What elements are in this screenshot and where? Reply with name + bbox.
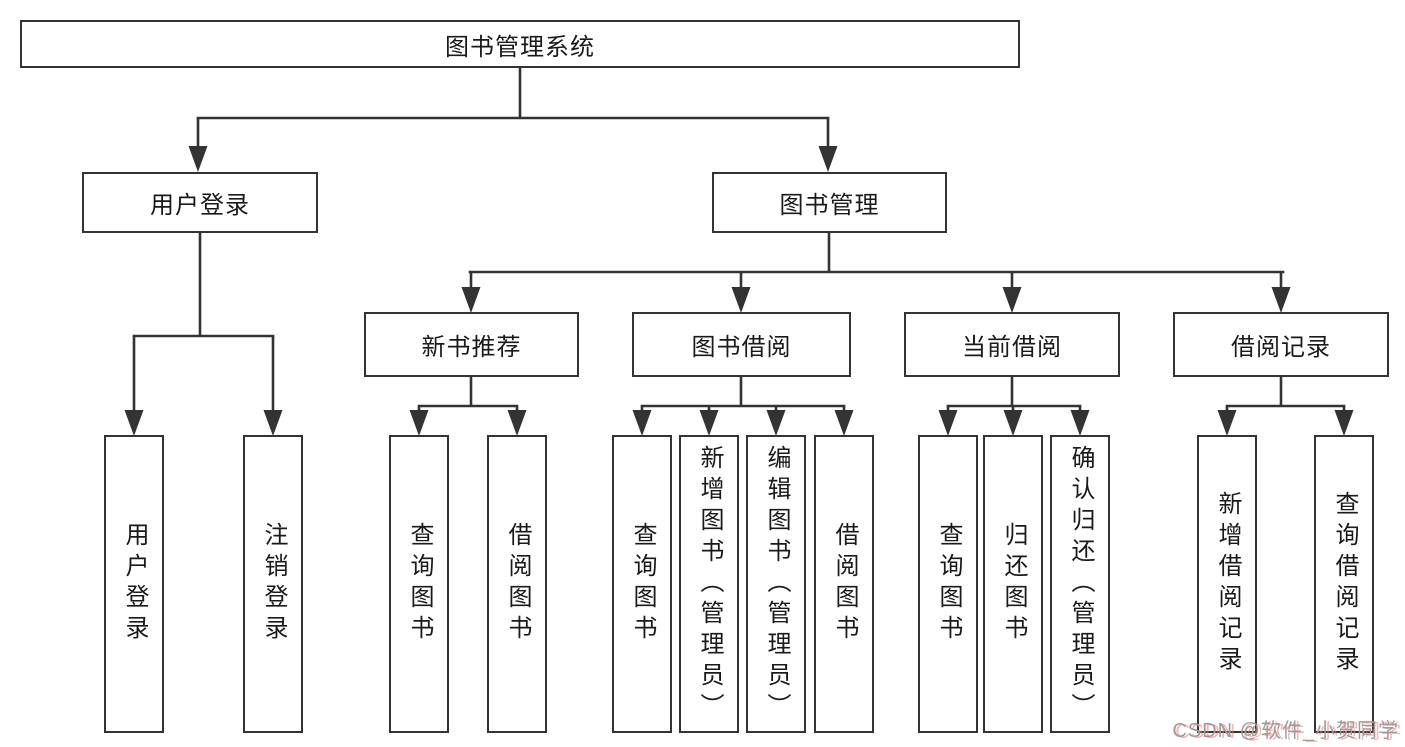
leaf-confirm-return-admin: 确认归还（管理员） [1050,435,1110,733]
node-label: 查询图书 [629,522,656,646]
node-label: 确认归还（管理员） [1067,444,1094,724]
leaf-user-login: 用户登录 [104,435,164,733]
leaf-query-borrow-record: 查询借阅记录 [1314,435,1374,733]
leaf-query-books-recommend: 查询图书 [389,435,449,733]
node-label: 新增图书（管理员） [696,444,723,724]
node-user-login: 用户登录 [82,172,318,233]
node-label: 查询借阅记录 [1331,491,1358,677]
leaf-query-books-current: 查询图书 [918,435,978,733]
leaf-logout: 注销登录 [243,435,303,733]
node-new-book-recommend: 新书推荐 [364,312,579,377]
leaf-borrow-books: 借阅图书 [814,435,874,733]
node-label: 查询图书 [935,522,962,646]
node-label: 借阅记录 [1231,334,1331,361]
node-label: 查询图书 [406,522,433,646]
node-label: 新增借阅记录 [1214,491,1241,677]
node-label: 图书管理 [779,192,880,219]
node-label: 编辑图书（管理员） [763,444,790,724]
node-book-management: 图书管理 [712,172,947,233]
node-label: 图书管理系统 [445,33,595,61]
csdn-watermark: CSDN @软件_小贺同学 [1172,720,1399,742]
leaf-return-books: 归还图书 [983,435,1043,733]
leaf-add-borrow-record: 新增借阅记录 [1197,435,1257,733]
node-label: 借阅图书 [504,522,531,646]
node-label: 注销登录 [260,522,287,646]
node-borrowing-records: 借阅记录 [1173,312,1389,377]
leaf-add-books-admin: 新增图书（管理员） [679,435,739,733]
node-book-borrowing: 图书借阅 [632,312,851,377]
node-label: 新书推荐 [421,334,522,361]
node-label: 用户登录 [121,522,148,646]
node-label: 借阅图书 [831,522,858,646]
node-current-borrowing: 当前借阅 [904,312,1120,377]
node-label: 用户登录 [150,192,250,219]
node-label: 归还图书 [1000,522,1027,646]
node-label: 图书借阅 [691,334,792,361]
node-label: 当前借阅 [962,334,1062,361]
leaf-edit-books-admin: 编辑图书（管理员） [746,435,806,733]
leaf-query-books-borrowing: 查询图书 [612,435,672,733]
node-root-system: 图书管理系统 [20,20,1020,68]
leaf-borrow-books-recommend: 借阅图书 [487,435,547,733]
